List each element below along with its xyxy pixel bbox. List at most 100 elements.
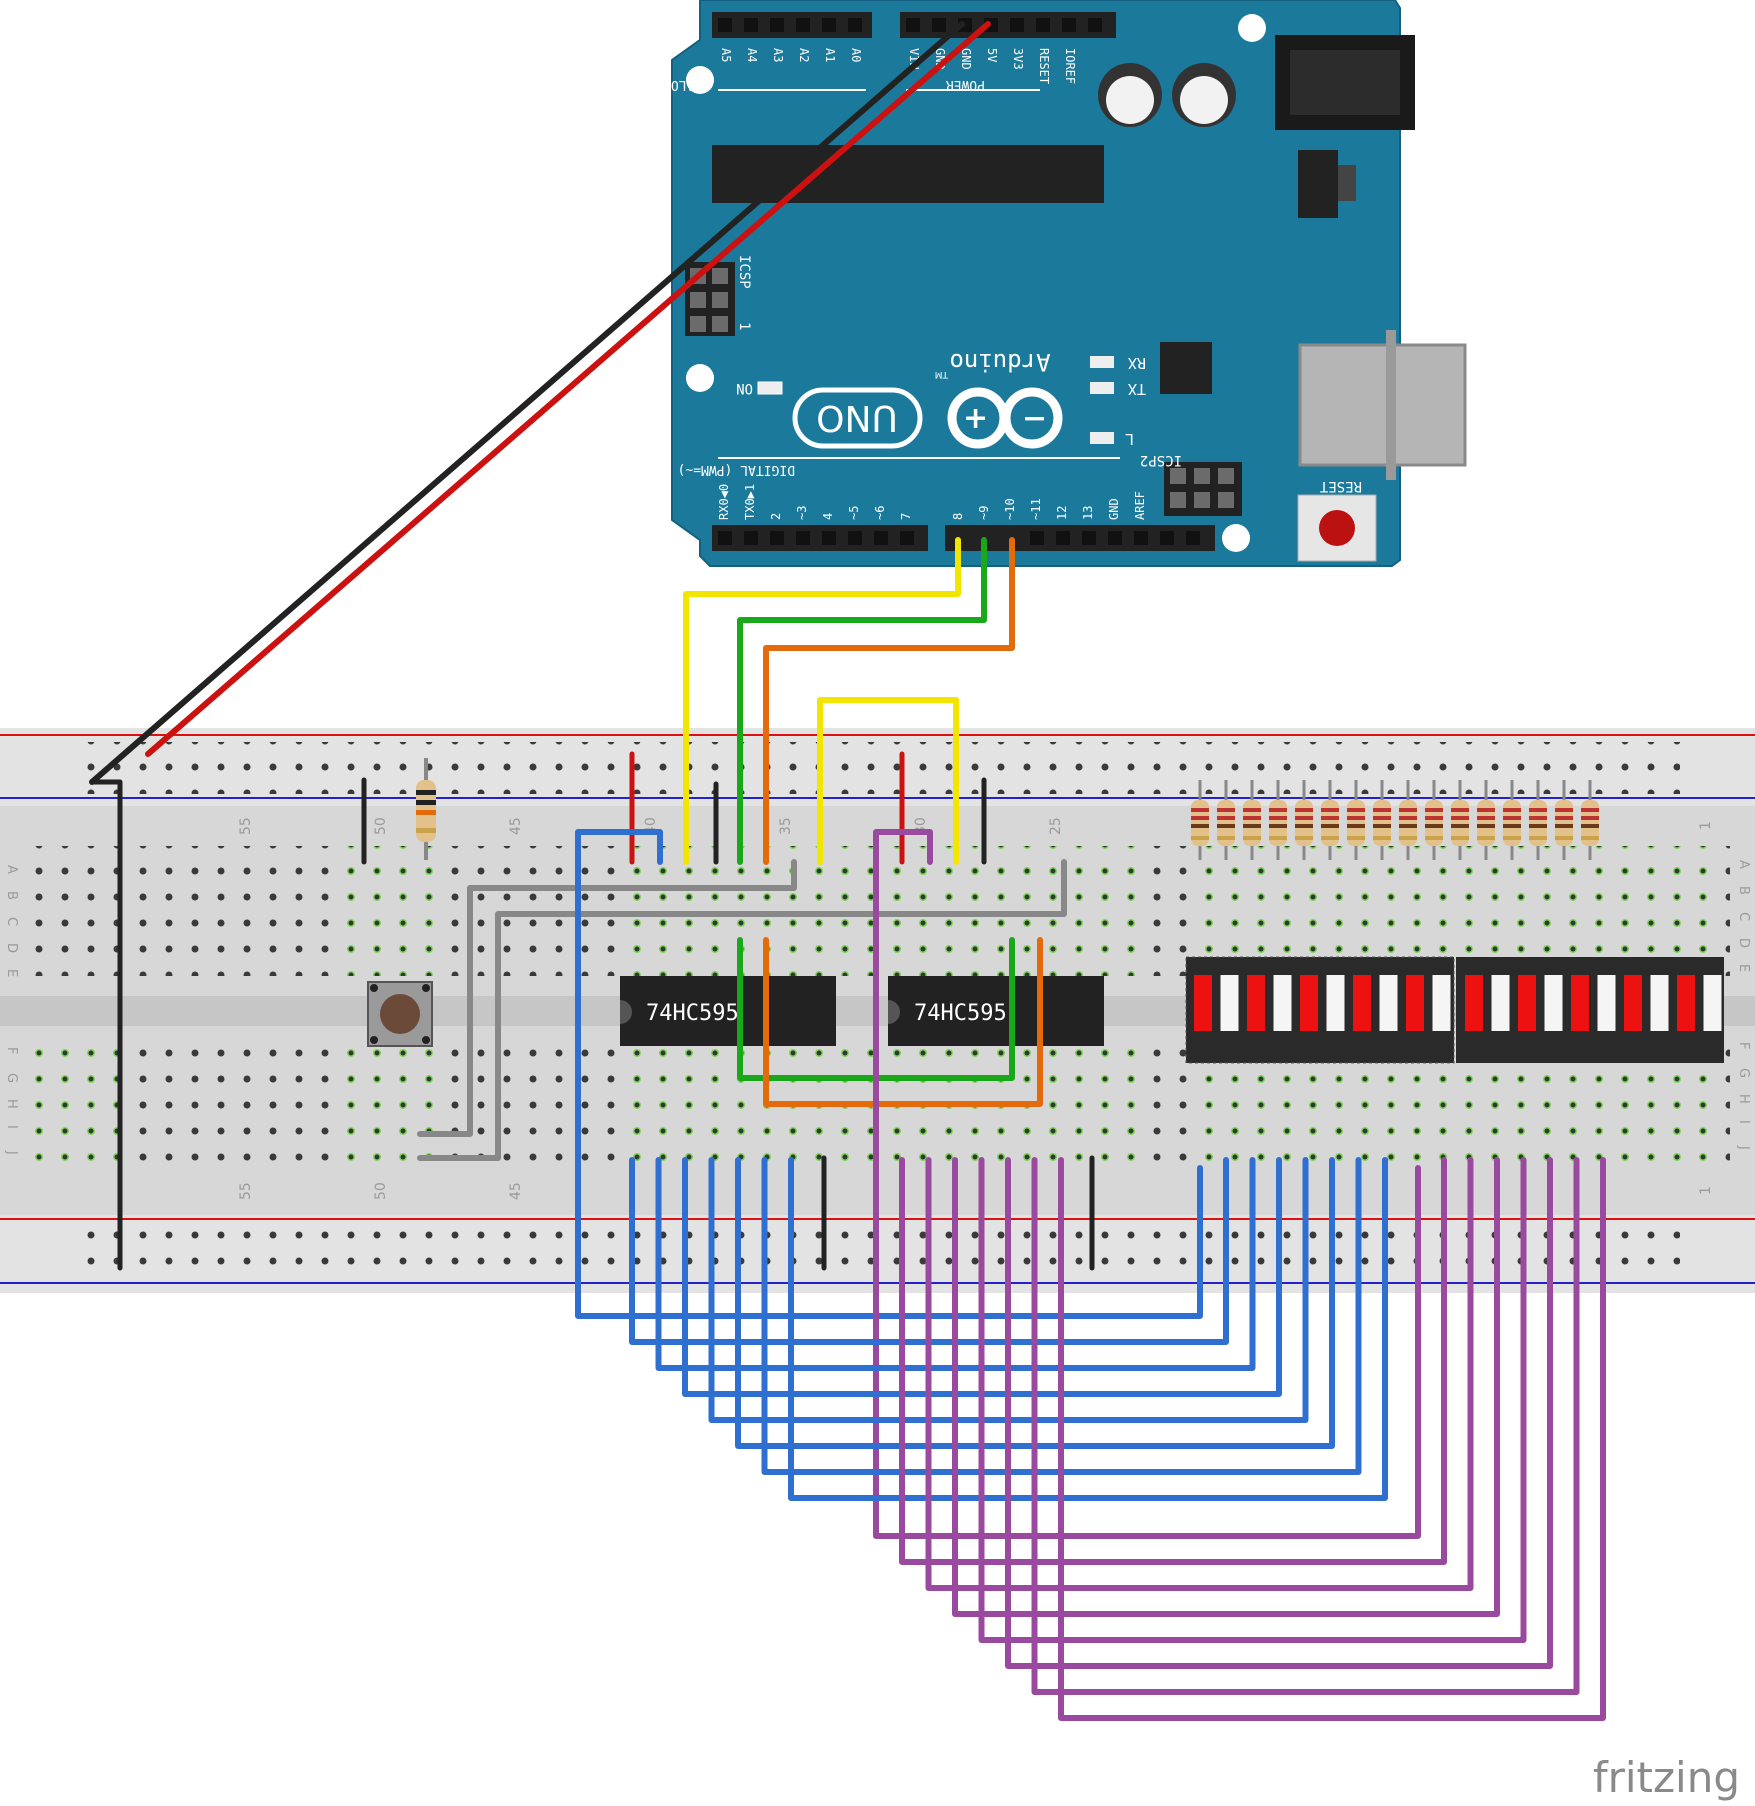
led-segment-11 — [1465, 975, 1483, 1031]
wire-gnd-rail-link — [89, 779, 123, 1271]
led-on — [757, 381, 783, 395]
pin-label-10: ~10 — [1003, 498, 1017, 520]
wire-blue-loop — [575, 829, 1203, 1319]
led-resistor-7 — [1347, 800, 1365, 846]
pin-label-rx0: RX0◀0 — [717, 484, 731, 520]
arduino-logo: UNO + − Arduino TM — [792, 348, 1063, 449]
pin-label-reset: RESET — [1037, 48, 1051, 84]
row-letter-g-left: G — [4, 1073, 19, 1083]
col-num-25-top: 25 — [1048, 817, 1064, 835]
led-segment-2 — [1220, 975, 1239, 1031]
chip-1-label: 74HC595 — [646, 1001, 739, 1026]
led-segment-17 — [1624, 975, 1642, 1031]
wire-pin8-yellow — [683, 537, 961, 865]
pin-label-a4: A4 — [745, 48, 759, 62]
row-letter-h-left: H — [4, 1099, 19, 1109]
led-segment-16 — [1597, 975, 1616, 1031]
col-num-45-top: 45 — [508, 817, 524, 835]
led-segment-4 — [1273, 975, 1292, 1031]
led-resistor-9 — [1399, 800, 1417, 846]
led-segment-20 — [1703, 975, 1722, 1031]
col-num-55-top: 55 — [238, 817, 254, 835]
pin-label-9: ~9 — [977, 506, 991, 520]
wire-pin9-green — [737, 537, 987, 865]
wire-purple-bus-6 — [1031, 1157, 1580, 1695]
col-num-50-top: 50 — [373, 817, 389, 835]
led-segment-15 — [1571, 975, 1589, 1031]
wire-purple-bus-5 — [1005, 1157, 1553, 1669]
led-resistor-11 — [1451, 800, 1469, 846]
led-resistor-1 — [1191, 800, 1209, 846]
led-segment-12 — [1491, 975, 1510, 1031]
led-segment-3 — [1247, 975, 1265, 1031]
led-segment-8 — [1379, 975, 1398, 1031]
led-segment-19 — [1677, 975, 1695, 1031]
led-resistor-13 — [1503, 800, 1521, 846]
row-letter-i-right: I — [1736, 1120, 1751, 1124]
pin-label-a1: A1 — [823, 48, 837, 62]
row-letter-j-left: J — [4, 1150, 19, 1155]
row-letter-e-left: E — [4, 969, 19, 977]
pushbutton[interactable] — [367, 981, 433, 1047]
led-resistor-10 — [1425, 800, 1443, 846]
analog-in-label: ANALOG IN — [640, 77, 710, 92]
wire-yellow-bridge — [817, 697, 959, 865]
tm-mark: TM — [935, 369, 949, 379]
pin-label-11: ~11 — [1029, 498, 1043, 520]
led-segment-10 — [1432, 975, 1451, 1031]
col-num-50-bottom: 50 — [373, 1182, 389, 1200]
row-letter-b-left: B — [4, 891, 19, 900]
wires — [89, 21, 1606, 1721]
led-resistor-12 — [1477, 800, 1495, 846]
pin-label-5v: 5V — [985, 48, 999, 62]
led-tx-label: TX — [1128, 380, 1146, 398]
col-num-1-bottom: 1 — [1698, 1186, 1714, 1195]
chip-2-label: 74HC595 — [914, 1001, 1007, 1026]
led-resistor-14 — [1529, 800, 1547, 846]
row-letter-j-right: J — [1736, 1145, 1751, 1150]
mount-hole — [686, 364, 714, 392]
led-resistor-3 — [1243, 800, 1261, 846]
wire-blue-bus-7 — [788, 1157, 1388, 1501]
row-letter-d-right: D — [1736, 938, 1751, 948]
led-resistor-2 — [1217, 800, 1235, 846]
usb-chip — [1160, 342, 1212, 394]
pin-label-aref: AREF — [1133, 491, 1147, 520]
col-num-45-bottom: 45 — [508, 1182, 524, 1200]
led-rx-label: RX — [1128, 354, 1146, 372]
led-resistor-16 — [1581, 800, 1599, 846]
svg-text:+: + — [963, 401, 988, 436]
wire-gray-1 — [417, 859, 797, 1137]
wire-purple-loop — [873, 829, 1421, 1539]
row-letter-b-right: B — [1736, 886, 1751, 895]
led-resistor-4 — [1269, 800, 1287, 846]
resistor — [416, 758, 436, 860]
wire-gnd — [89, 21, 965, 785]
pin-label-4: 4 — [821, 513, 835, 520]
pin-label-2: 2 — [769, 513, 783, 520]
pin-label-6: ~6 — [873, 506, 887, 520]
col-num-1-top: 1 — [1698, 821, 1714, 830]
resistor-array — [1191, 780, 1599, 860]
row-letter-c-right: C — [1736, 912, 1751, 921]
led-segment-13 — [1518, 975, 1536, 1031]
atmega-chip — [712, 145, 1104, 203]
fritzing-watermark: fritzing — [1593, 1753, 1740, 1802]
col-num-55-bottom: 55 — [238, 1182, 254, 1200]
col-num-35-top: 35 — [778, 817, 794, 835]
led-tx — [1090, 382, 1114, 394]
analog-header — [712, 12, 872, 38]
pin-label-a3: A3 — [771, 48, 785, 62]
row-letter-c-left: C — [4, 917, 19, 926]
row-letter-f-left: F — [4, 1047, 19, 1054]
voltage-regulator — [1298, 150, 1338, 218]
wire-purple-bus-2 — [925, 1157, 1474, 1591]
led-segment-14 — [1544, 975, 1563, 1031]
pin-label-13: 13 — [1081, 506, 1095, 520]
pin-label-3: ~3 — [795, 506, 809, 520]
pin-label-a5: A5 — [719, 48, 733, 62]
led-segment-7 — [1353, 975, 1371, 1031]
led-segment-9 — [1406, 975, 1424, 1031]
reset-label: RESET — [1319, 478, 1362, 494]
